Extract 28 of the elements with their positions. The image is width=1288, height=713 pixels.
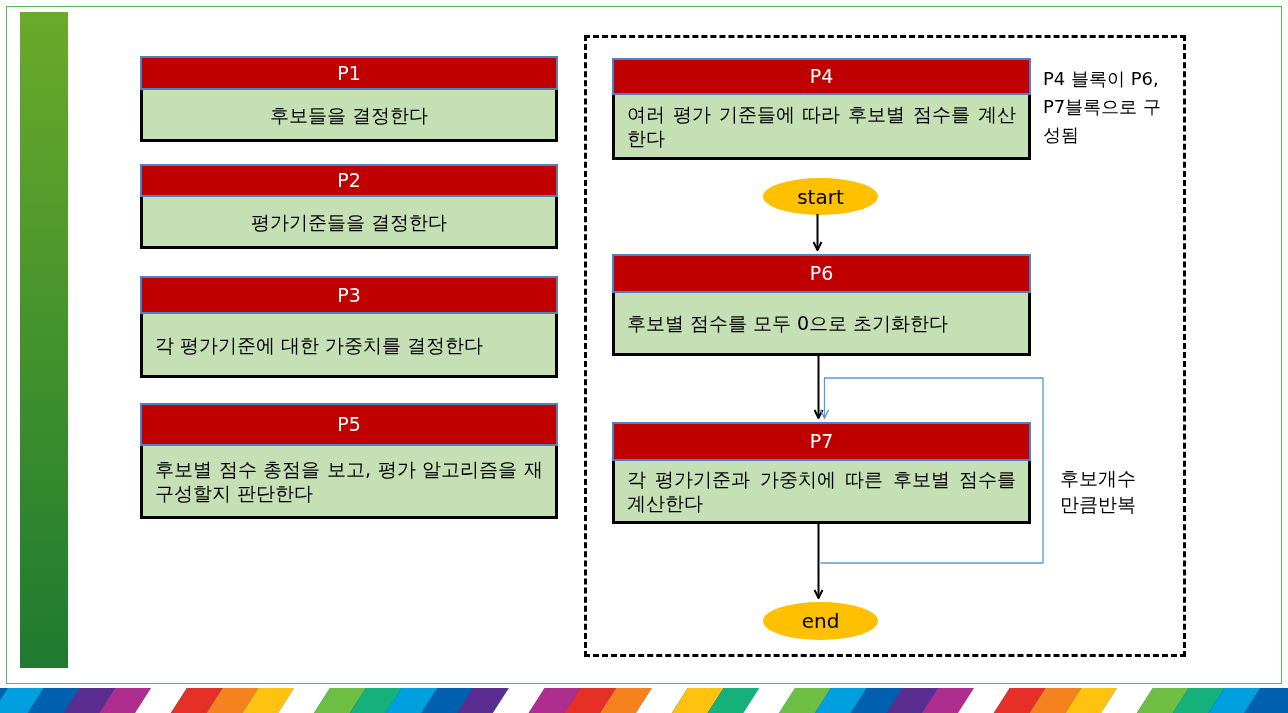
block-text: 후보별 점수를 모두 0으로 초기화한다 (627, 311, 950, 335)
terminal-oval: start (763, 178, 878, 215)
dashed-frame (584, 35, 1186, 657)
arrow (812, 213, 823, 251)
arrow (813, 354, 824, 419)
process-block (140, 403, 558, 519)
block-header: P1 (140, 56, 558, 90)
process-block (140, 276, 558, 378)
process-block (140, 164, 558, 249)
note-text: P4 블록이 P6, P7블록으로 구성됨 (1043, 67, 1163, 147)
block-header: P5 (140, 403, 558, 446)
block-text: 후보별 점수 총점을 보고, 평가 알고리즘을 재구성할지 판단한다 (155, 457, 543, 505)
block-text: 후보들을 결정한다 (268, 102, 429, 127)
block-header: P6 (612, 254, 1031, 293)
terminal-oval: end (763, 602, 878, 640)
block-header: P3 (140, 276, 558, 314)
block-text: 여러 평가 기준들에 따라 후보별 점수를 계산한다 (627, 102, 1016, 150)
process-block (612, 422, 1031, 524)
block-text: 각 평가기준과 가중치에 따른 후보별 점수를 계산한다 (627, 467, 1016, 515)
loop-arrow (819, 377, 1044, 564)
process-block (140, 56, 558, 142)
process-block (612, 254, 1031, 356)
block-text: 각 평가기준에 대한 가중치를 결정한다 (155, 332, 485, 357)
arrow (813, 522, 824, 599)
block-text: 평가기준들을 결정한다 (249, 209, 448, 234)
block-header: P2 (140, 164, 558, 197)
block-header: P4 (612, 58, 1031, 95)
block-header: P7 (612, 422, 1031, 461)
